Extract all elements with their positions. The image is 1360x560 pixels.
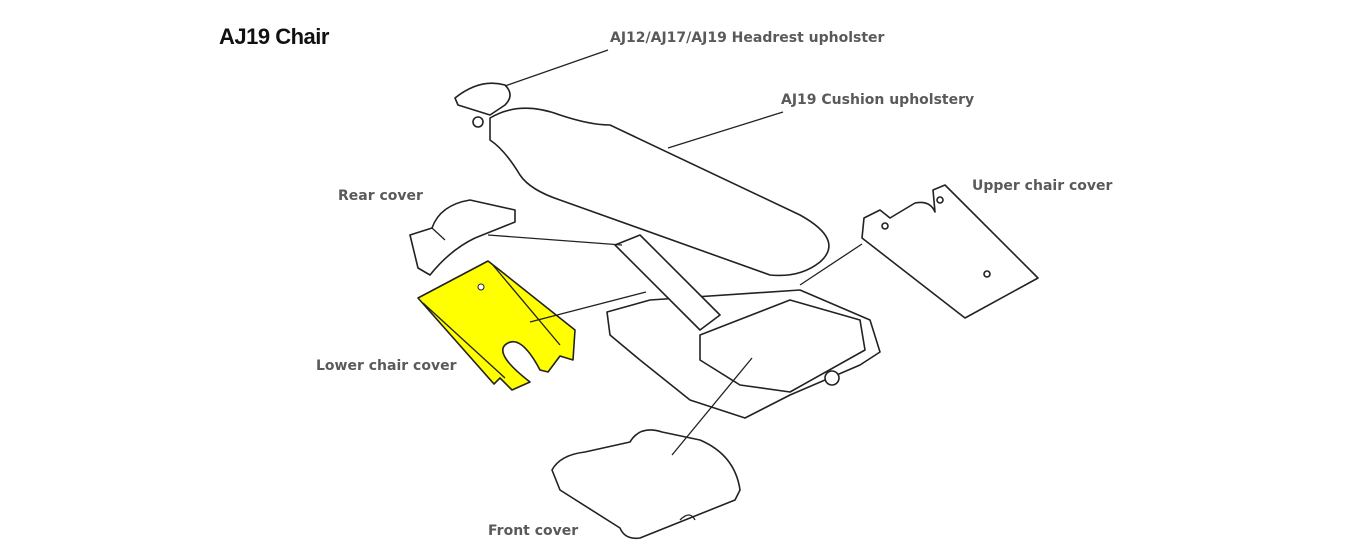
rear-cover-part[interactable]: [409, 199, 516, 276]
label-cushion: AJ19 Cushion upholstery: [781, 92, 975, 108]
label-front-cover: Front cover: [488, 523, 579, 539]
label-upper-cover: Upper chair cover: [972, 178, 1113, 194]
cushion-part[interactable]: [489, 107, 830, 277]
label-rear-cover: Rear cover: [338, 188, 423, 204]
label-lower-cover: Lower chair cover: [316, 358, 457, 374]
upper-cover-part[interactable]: [861, 184, 1039, 319]
chair-column: [614, 234, 721, 331]
chair-base: [606, 289, 881, 419]
headrest-part[interactable]: [454, 82, 511, 128]
lower-cover-highlight: [417, 260, 576, 391]
label-headrest: AJ12/AJ17/AJ19 Headrest upholster: [610, 30, 885, 46]
diagram-title: AJ19 Chair: [219, 24, 329, 49]
front-cover-part[interactable]: [551, 429, 741, 540]
lower-cover-part[interactable]: [417, 260, 576, 391]
leader-lines: [487, 49, 863, 456]
